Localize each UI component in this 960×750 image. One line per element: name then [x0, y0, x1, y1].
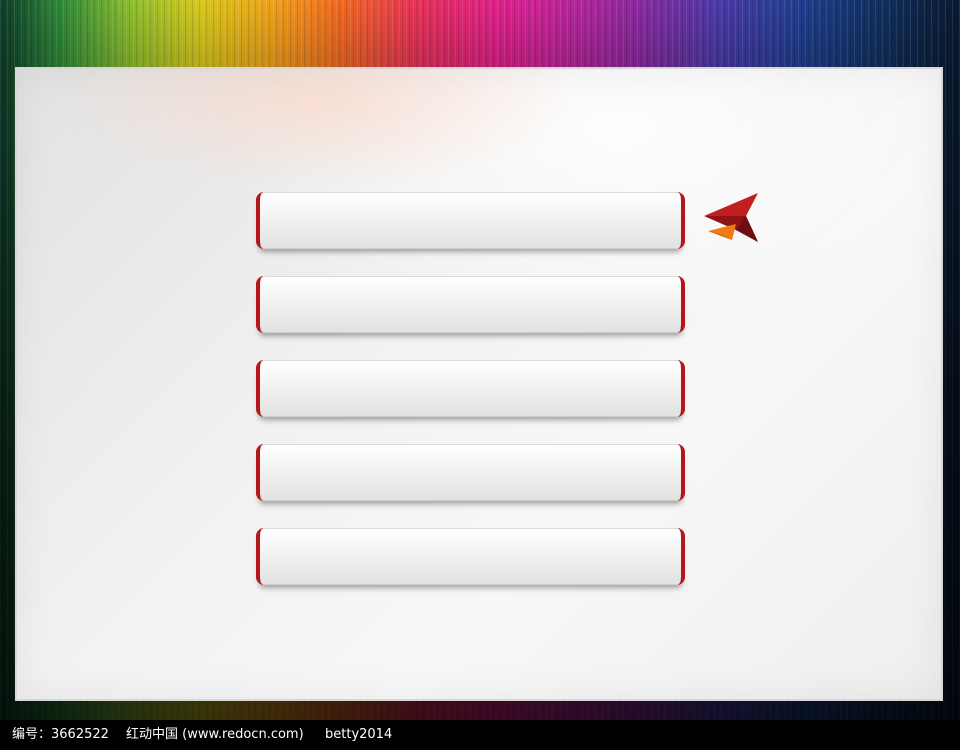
- watermark-footer: 编号：3662522 红动中国 (www.redocn.com) betty20…: [0, 720, 960, 750]
- menu-bar-5[interactable]: [256, 528, 685, 585]
- double-arrow-left-icon[interactable]: [700, 190, 762, 246]
- menu-bar-2[interactable]: [256, 276, 685, 333]
- menu-bar-3[interactable]: [256, 360, 685, 417]
- site-credit-text: 红动中国 (www.redocn.com): [126, 727, 304, 742]
- author-text: betty2014: [325, 727, 393, 742]
- menu-bar-1[interactable]: [256, 192, 685, 249]
- menu-bar-4[interactable]: [256, 444, 685, 501]
- image-id-text: 编号：3662522: [12, 727, 109, 742]
